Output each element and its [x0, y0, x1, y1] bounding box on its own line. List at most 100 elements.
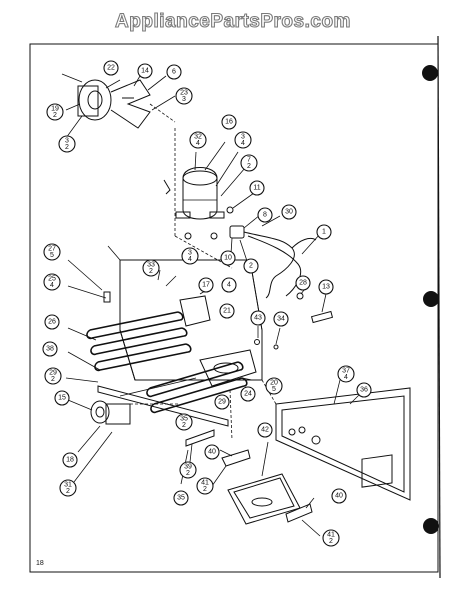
callout-4: 4 [221, 277, 237, 293]
fasteners [67, 259, 281, 350]
svg-text:42: 42 [261, 427, 269, 434]
callout-33: 332 [142, 259, 160, 277]
callout-39: 392 [179, 461, 197, 479]
binder-hole-middle [423, 291, 439, 307]
svg-text:22: 22 [107, 65, 115, 72]
svg-text:10: 10 [224, 255, 232, 262]
callout-16: 16 [221, 114, 237, 130]
svg-text:39: 39 [184, 464, 192, 471]
defrost-thermostat [310, 293, 334, 324]
callout-10: 10 [220, 250, 236, 266]
svg-text:34: 34 [277, 316, 285, 323]
callout-3-fan: 32 [58, 135, 76, 153]
svg-text:4: 4 [344, 374, 348, 381]
svg-text:29: 29 [218, 399, 226, 406]
svg-text:2: 2 [249, 263, 253, 270]
svg-text:26: 26 [48, 319, 56, 326]
callout-30: 30 [281, 204, 297, 220]
svg-text:2: 2 [182, 422, 186, 429]
svg-text:14: 14 [141, 68, 149, 75]
svg-text:37: 37 [342, 368, 350, 375]
svg-text:27: 27 [48, 246, 56, 253]
callout-19: 192 [46, 103, 64, 121]
svg-text:4: 4 [241, 140, 245, 147]
svg-text:2: 2 [51, 376, 55, 383]
frame-edge [437, 35, 441, 579]
svg-text:13: 13 [322, 284, 330, 291]
svg-text:43: 43 [254, 315, 262, 322]
svg-text:7: 7 [247, 157, 251, 164]
compressor-assembly [163, 128, 246, 269]
svg-text:20: 20 [270, 380, 278, 387]
relay-overload-cluster [226, 192, 281, 265]
svg-text:2: 2 [53, 112, 57, 119]
callout-1: 1 [316, 224, 332, 240]
svg-text:36: 36 [360, 387, 368, 394]
svg-text:23: 23 [180, 90, 188, 97]
svg-text:15: 15 [58, 395, 66, 402]
callout-25: 254 [43, 273, 61, 291]
svg-text:4: 4 [196, 140, 200, 147]
svg-text:41: 41 [201, 480, 209, 487]
svg-text:5: 5 [272, 386, 276, 393]
svg-text:25: 25 [48, 276, 56, 283]
callout-2: 2 [243, 258, 259, 274]
base-rails [97, 377, 233, 441]
callout-22: 22 [103, 60, 119, 76]
svg-text:2: 2 [329, 538, 333, 545]
svg-text:21: 21 [223, 308, 231, 315]
callout-35-upper: 352 [175, 413, 193, 431]
callout-23: 233 [175, 87, 193, 105]
callout-20: 205 [265, 377, 283, 395]
svg-text:2: 2 [186, 470, 190, 477]
callout-26: 26 [44, 314, 60, 330]
callout-15: 15 [54, 390, 70, 406]
callout-41-left: 412 [196, 477, 214, 495]
svg-text:24: 24 [244, 391, 252, 398]
svg-text:29: 29 [49, 370, 57, 377]
svg-text:18: 18 [66, 457, 74, 464]
svg-text:2: 2 [247, 163, 251, 170]
callout-32: 324 [189, 131, 207, 149]
callout-28: 28 [295, 275, 311, 291]
svg-text:1: 1 [322, 229, 326, 236]
callout-3-relay: 34 [181, 247, 199, 265]
svg-text:19: 19 [51, 106, 59, 113]
callout-11: 11 [249, 180, 265, 196]
svg-text:16: 16 [225, 119, 233, 126]
svg-text:3: 3 [188, 250, 192, 257]
callout-27: 275 [43, 243, 61, 261]
svg-text:3: 3 [65, 138, 69, 145]
svg-text:38: 38 [46, 346, 54, 353]
callout-36: 36 [356, 382, 372, 398]
svg-text:6: 6 [172, 69, 176, 76]
callout-18: 18 [62, 452, 78, 468]
callout-37: 374 [337, 365, 355, 383]
svg-text:2: 2 [203, 486, 207, 493]
svg-text:28: 28 [299, 280, 307, 287]
callout-42: 42 [257, 422, 273, 438]
callout-31: 312 [59, 479, 77, 497]
drain-tray [227, 441, 301, 525]
callout-8: 8 [257, 207, 273, 223]
callout-3-compressor: 34 [234, 131, 252, 149]
callout-41-right: 412 [322, 529, 340, 547]
callout-14: 14 [137, 63, 153, 79]
callout-17: 17 [198, 277, 214, 293]
page-number: 18 [36, 560, 44, 567]
side-bracket [285, 497, 321, 537]
svg-text:32: 32 [194, 134, 202, 141]
condenser-base-pan [65, 245, 263, 414]
svg-text:2: 2 [66, 488, 70, 495]
rear-access-cover [261, 379, 411, 501]
condenser-fan-motor [67, 399, 180, 483]
binder-hole-bottom [423, 518, 439, 534]
callout-43: 43 [250, 310, 266, 326]
binder-hole-top [422, 65, 438, 81]
svg-text:40: 40 [335, 493, 343, 500]
svg-text:41: 41 [327, 532, 335, 539]
svg-text:35: 35 [177, 495, 185, 502]
callout-29-center: 29 [214, 394, 230, 410]
callout-21: 21 [219, 303, 235, 319]
